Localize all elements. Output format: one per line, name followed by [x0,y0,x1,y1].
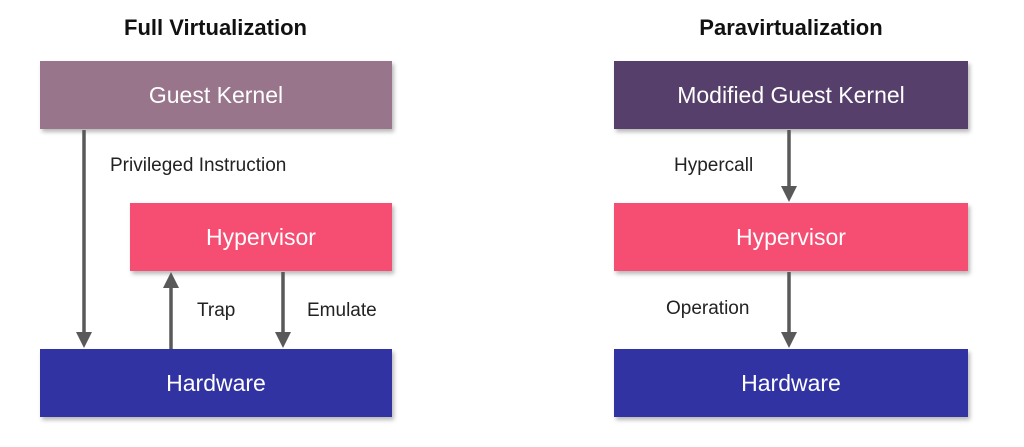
hypervisor-box-para: Hypervisor [614,203,968,271]
hardware-box-para: Hardware [614,349,968,417]
modified-guest-kernel-box: Modified Guest Kernel [614,61,968,129]
hypervisor-box-full: Hypervisor [130,203,392,271]
privileged-instruction-label: Privileged Instruction [110,155,287,176]
hypercall-label: Hypercall [674,155,754,176]
paravirtualization-title: Paravirtualization [699,15,883,40]
hypercall-arrow [781,130,797,202]
operation-arrow [781,272,797,348]
trap-arrow [163,272,179,349]
trap-label: Trap [197,300,236,321]
emulate-arrow [275,272,291,348]
guest-kernel-box: Guest Kernel [40,61,392,129]
privileged-instruction-arrow [76,130,92,348]
operation-label: Operation [666,298,750,319]
emulate-label: Emulate [307,300,377,321]
full-virtualization-title: Full Virtualization [124,15,307,40]
hardware-box-full: Hardware [40,349,392,417]
